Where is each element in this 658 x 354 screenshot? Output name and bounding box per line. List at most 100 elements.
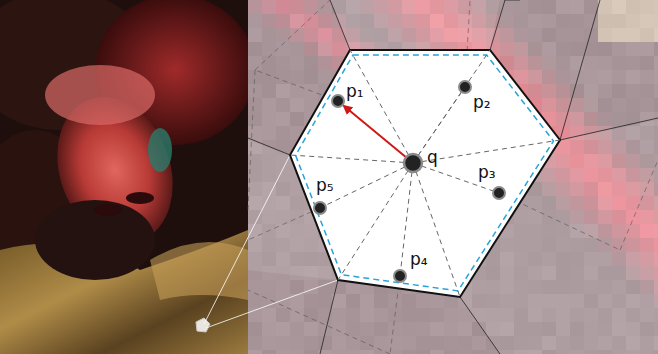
pixel	[626, 84, 640, 98]
sample-point	[394, 270, 406, 282]
pixel	[640, 84, 654, 98]
pixel	[248, 14, 262, 28]
pixel	[584, 56, 598, 70]
pixel	[654, 70, 658, 84]
pixel	[276, 336, 290, 350]
pixel	[276, 280, 290, 294]
pixel	[626, 28, 640, 42]
pixel	[430, 322, 444, 336]
pixel	[458, 336, 472, 350]
delaunay-edge	[248, 290, 390, 354]
pixel	[262, 28, 276, 42]
pixel	[262, 56, 276, 70]
pixel	[248, 112, 262, 126]
pixel	[542, 42, 556, 56]
pixel	[458, 322, 472, 336]
pixel	[626, 70, 640, 84]
pixel	[248, 28, 262, 42]
pixel	[262, 70, 276, 84]
pixel	[290, 350, 304, 354]
sample-edge	[413, 163, 499, 193]
pixel	[514, 56, 528, 70]
point-label: p₄	[410, 250, 428, 268]
pixel	[332, 336, 346, 350]
pixel	[304, 322, 318, 336]
pixel	[402, 322, 416, 336]
voronoi-edge	[505, 0, 520, 1]
pixel	[318, 56, 332, 70]
pixel	[416, 294, 430, 308]
pixel	[304, 14, 318, 28]
pixel	[276, 308, 290, 322]
pixel	[458, 350, 472, 354]
pixel	[640, 56, 654, 70]
voronoi-edge	[248, 138, 290, 155]
pixel	[290, 84, 304, 98]
pixel	[262, 0, 276, 14]
pixel	[500, 0, 514, 14]
pixel	[472, 336, 486, 350]
pixel	[640, 14, 654, 28]
pixel	[612, 14, 626, 28]
sample-point	[459, 81, 471, 93]
pixel	[290, 0, 304, 14]
pixel	[248, 0, 262, 14]
direction-arrow	[344, 106, 413, 163]
pixel	[626, 98, 640, 112]
pixel	[304, 308, 318, 322]
inset-cell	[196, 318, 210, 332]
pixel	[500, 28, 514, 42]
pixel	[570, 42, 584, 56]
pixel	[304, 294, 318, 308]
pixel	[654, 98, 658, 112]
pixel	[444, 336, 458, 350]
point-label: p₅	[316, 176, 334, 194]
sample-point	[493, 187, 505, 199]
site-label: q	[427, 148, 438, 166]
pixel	[472, 350, 486, 354]
pixel	[570, 0, 584, 14]
pixel	[262, 126, 276, 140]
pixel	[346, 322, 360, 336]
pixel	[584, 98, 598, 112]
pixel	[626, 0, 640, 14]
pixel	[556, 84, 570, 98]
pixel	[528, 14, 542, 28]
pixel	[276, 14, 290, 28]
pixel	[570, 84, 584, 98]
pixel	[304, 0, 318, 14]
shrunk-cell	[296, 55, 554, 291]
pixel	[528, 70, 542, 84]
pixel	[262, 308, 276, 322]
pixel	[304, 336, 318, 350]
pixel	[262, 294, 276, 308]
pixel	[332, 280, 346, 294]
pixel	[262, 350, 276, 354]
pixel	[262, 98, 276, 112]
pixel	[612, 56, 626, 70]
pixel	[542, 14, 556, 28]
pixel	[514, 0, 528, 14]
pixel	[276, 70, 290, 84]
zoom-line	[204, 155, 290, 324]
pixel	[262, 112, 276, 126]
pixel	[290, 56, 304, 70]
pixel	[612, 0, 626, 14]
delaunay-edge	[248, 208, 320, 240]
zoom-line	[206, 280, 338, 328]
pixel	[332, 42, 346, 56]
pixel	[542, 84, 556, 98]
pixel	[654, 14, 658, 28]
delaunay-edge	[620, 160, 658, 250]
pixel	[416, 336, 430, 350]
pixel	[612, 84, 626, 98]
pixel	[514, 14, 528, 28]
pixel	[374, 308, 388, 322]
pixel	[276, 56, 290, 70]
pixel	[388, 322, 402, 336]
pixel	[276, 0, 290, 14]
pixel	[318, 308, 332, 322]
pixel	[276, 28, 290, 42]
pixel	[430, 336, 444, 350]
pixel	[416, 350, 430, 354]
